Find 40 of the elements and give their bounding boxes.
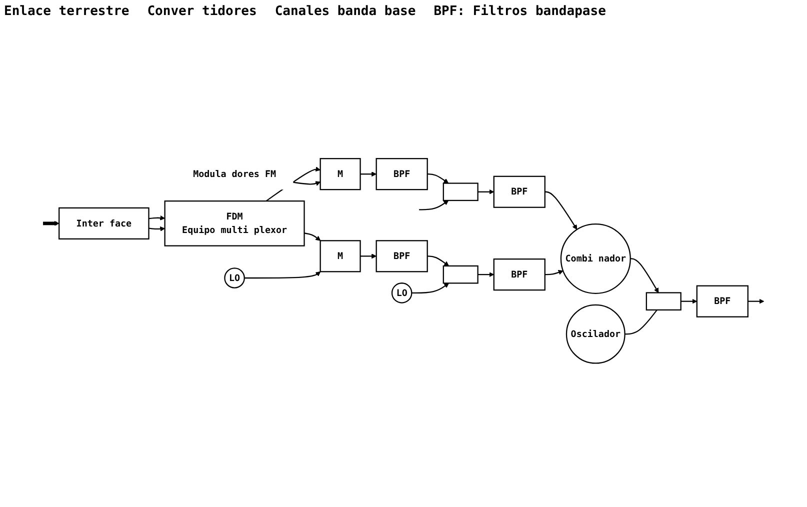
arrow <box>148 226 166 232</box>
arrow <box>419 200 449 210</box>
node-box <box>442 265 478 284</box>
arrow <box>478 272 494 278</box>
node-box: FDM Equipo multi plexor <box>164 200 305 246</box>
arrow <box>748 298 764 304</box>
arrow <box>42 220 60 226</box>
note-text: Canales banda base <box>274 4 416 19</box>
arrow <box>427 174 449 184</box>
arrow <box>304 232 321 241</box>
arrow <box>244 272 321 279</box>
arrow <box>148 216 166 221</box>
node-box: BPF <box>493 176 546 208</box>
note-text: Enlace terrestre <box>4 4 130 19</box>
arrow <box>427 256 450 266</box>
arrow <box>360 254 377 259</box>
note-text: Conver tidores <box>147 4 257 19</box>
arrow <box>360 172 377 177</box>
arrow <box>544 191 578 230</box>
node-box: BPF <box>376 240 428 272</box>
node-box: M <box>320 158 361 190</box>
node-box: Inter face <box>58 207 150 240</box>
node-box: BPF <box>376 158 428 190</box>
note-text: BPF: Filtros bandapase <box>434 4 606 19</box>
connector <box>624 310 658 335</box>
node-box: M <box>320 240 361 272</box>
node-box: BPF <box>696 285 748 318</box>
arrow <box>478 189 494 194</box>
node-circle: Oscilador <box>566 304 626 364</box>
node-circle: Combi nador <box>560 224 631 294</box>
node-circle: LO <box>391 282 412 304</box>
arrow <box>412 283 450 294</box>
node-circle: LO <box>224 268 245 288</box>
arrow <box>544 270 564 276</box>
node-box: BPF <box>493 258 546 291</box>
node-box <box>442 182 478 202</box>
node-box <box>646 292 682 311</box>
arrow <box>680 298 698 304</box>
arrow <box>293 181 321 186</box>
arrow <box>630 258 659 294</box>
